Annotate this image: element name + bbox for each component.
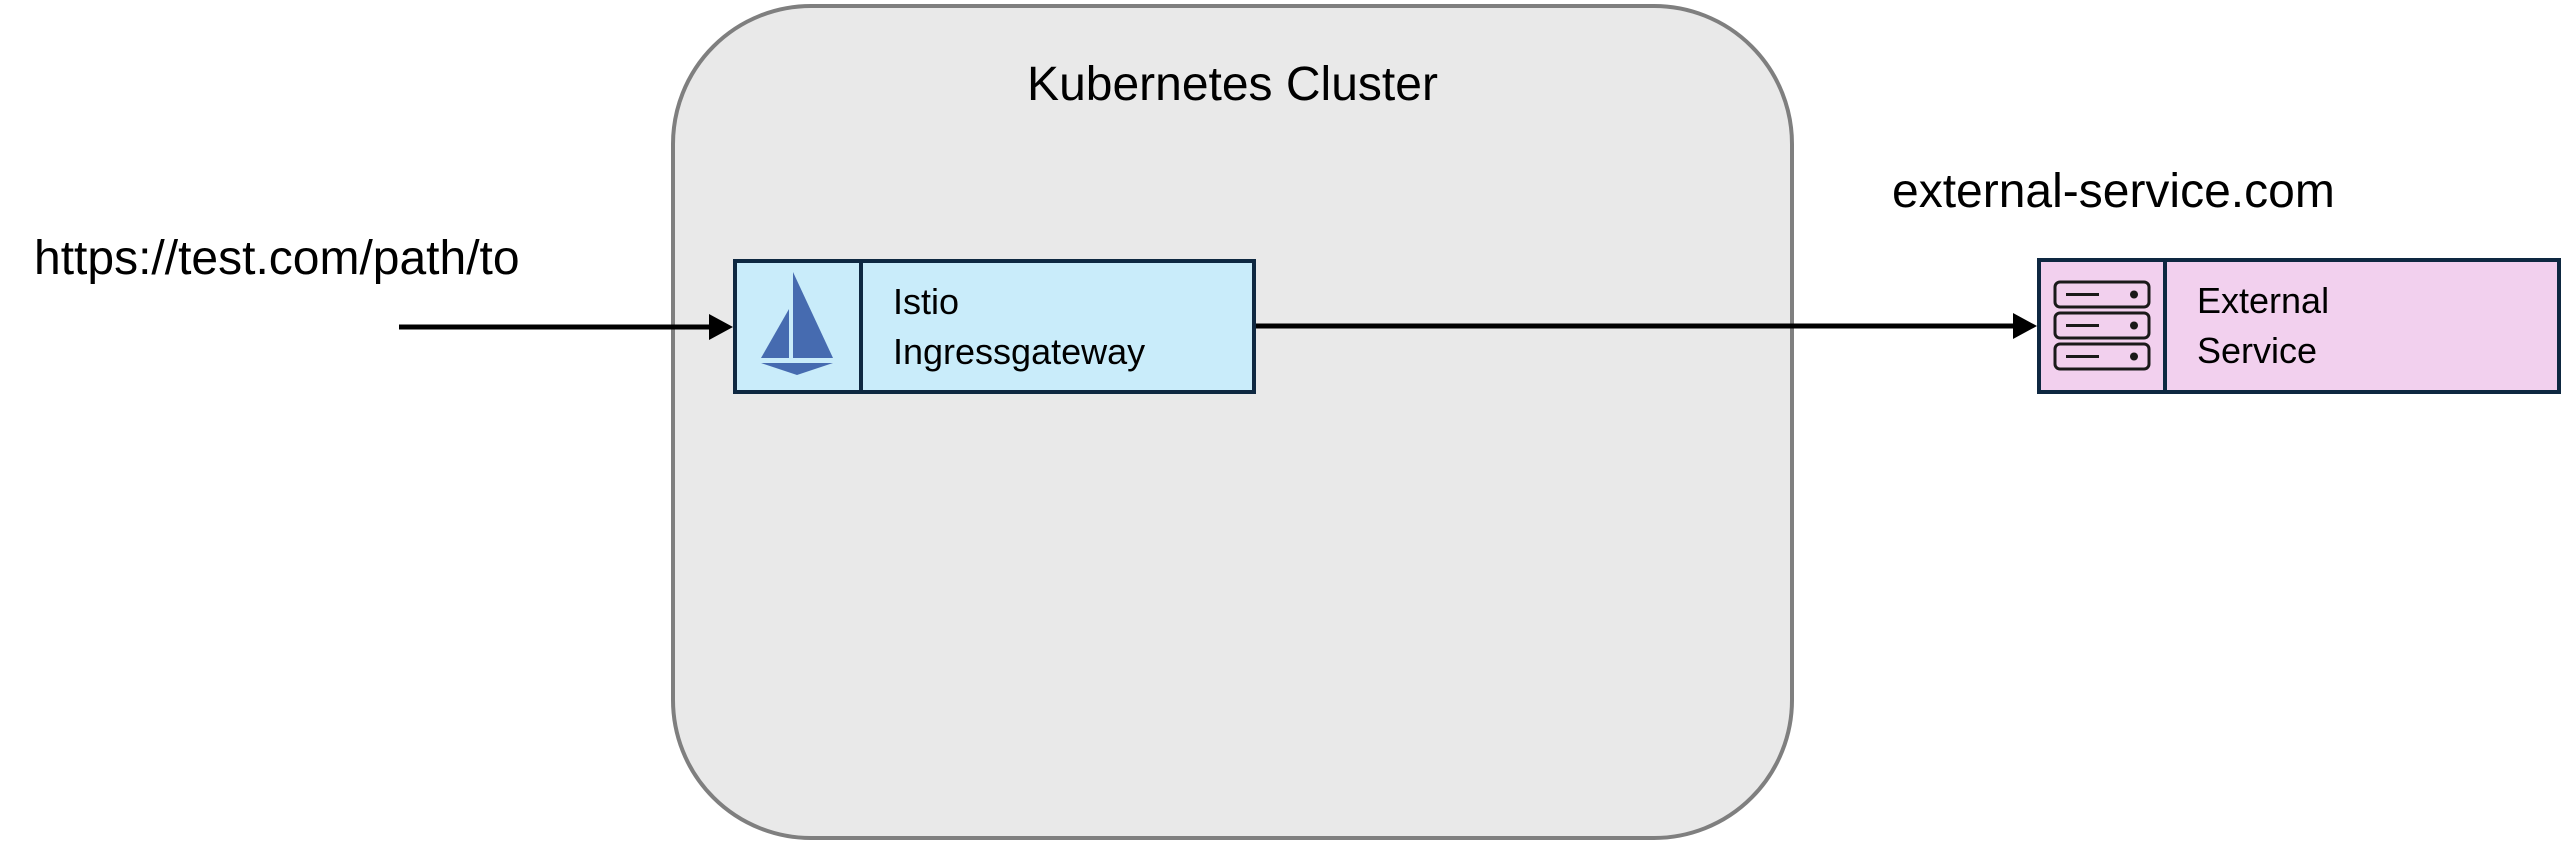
gateway-label-line-1: Istio — [893, 280, 960, 322]
external-service-node: External Service — [2037, 258, 2561, 394]
external-service-label: External Service — [2167, 262, 2329, 390]
gateway-label-line-2: Ingressgateway — [893, 330, 1146, 372]
external-label-line-2: Service — [2197, 330, 2318, 371]
gateway-icon-cell — [737, 263, 863, 390]
server-rack-icon — [2053, 280, 2151, 371]
istio-ingressgateway-node: Istio Ingressgateway — [733, 259, 1256, 394]
cluster-title: Kubernetes Cluster — [1027, 58, 1438, 111]
request-url-label: https://test.com/path/to — [34, 232, 520, 285]
istio-sail-icon — [761, 271, 833, 375]
external-label-line-1: External — [2197, 280, 2330, 321]
gateway-label: Istio Ingressgateway — [863, 263, 1145, 390]
external-host-label: external-service.com — [1892, 165, 2335, 218]
kubernetes-cluster-container — [671, 4, 1794, 840]
external-icon-cell — [2041, 262, 2167, 390]
